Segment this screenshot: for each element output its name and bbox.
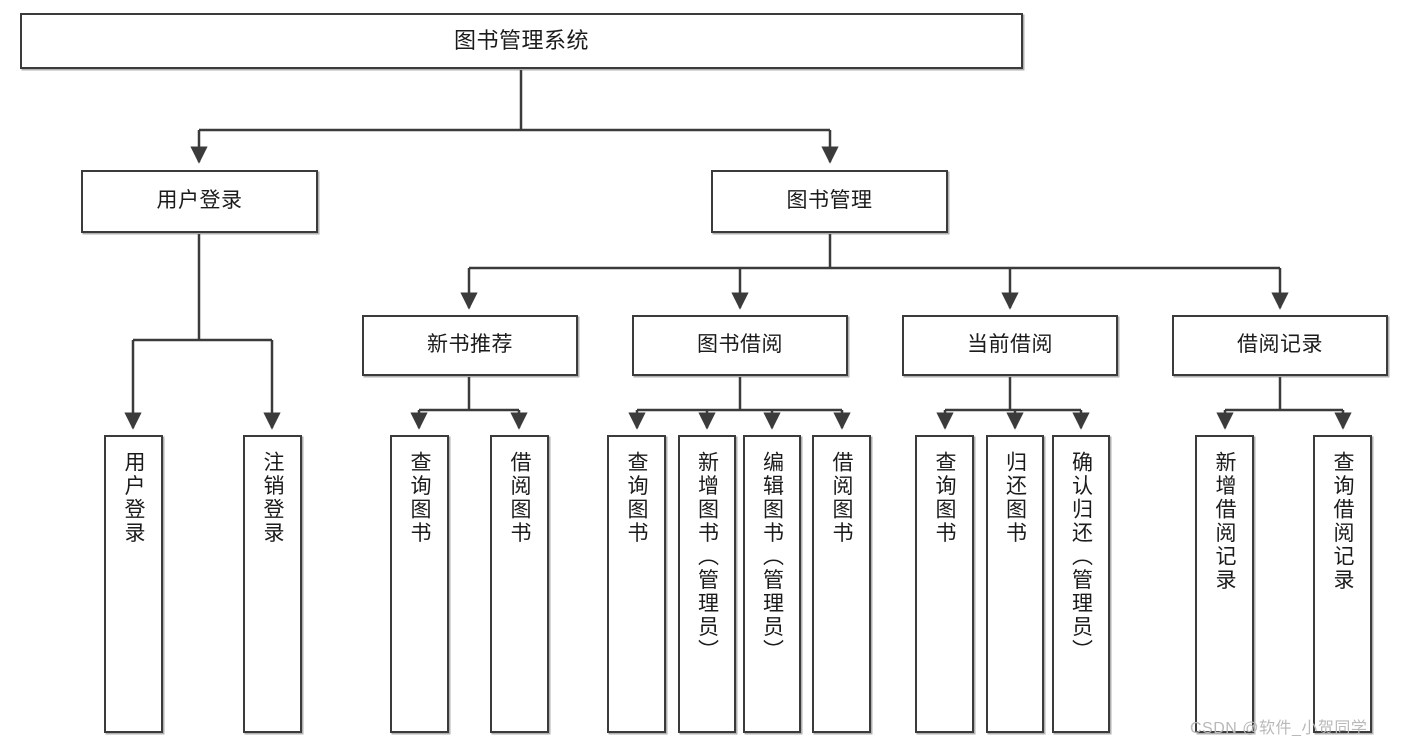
leaf-book-borrow-add[interactable]: 新增图书（管理员） bbox=[678, 435, 736, 733]
node-label: 用户登录 bbox=[156, 189, 243, 213]
node-label: 用户登录 bbox=[122, 451, 145, 545]
node-label: 借阅记录 bbox=[1237, 333, 1323, 357]
leaf-new-book-borrow[interactable]: 借阅图书 bbox=[490, 435, 549, 733]
node-label: 查询图书 bbox=[408, 451, 431, 545]
leaf-current-borrow-return[interactable]: 归还图书 bbox=[986, 435, 1044, 733]
node-label: 借阅图书 bbox=[830, 451, 853, 545]
node-label: 新增图书（管理员） bbox=[695, 451, 719, 663]
node-label: 图书管理 bbox=[786, 189, 873, 213]
node-label: 查询图书 bbox=[625, 451, 648, 545]
node-label: 注销登录 bbox=[261, 451, 284, 545]
node-book-borrow[interactable]: 图书借阅 bbox=[632, 315, 848, 376]
leaf-book-borrow-borrow[interactable]: 借阅图书 bbox=[812, 435, 871, 733]
node-book-management[interactable]: 图书管理 bbox=[711, 170, 948, 233]
node-user-login[interactable]: 用户登录 bbox=[81, 170, 318, 233]
node-label: 当前借阅 bbox=[967, 333, 1053, 357]
leaf-new-book-query[interactable]: 查询图书 bbox=[390, 435, 449, 733]
leaf-user-login-logout[interactable]: 注销登录 bbox=[243, 435, 302, 733]
node-root-book-management-system[interactable]: 图书管理系统 bbox=[20, 13, 1023, 69]
node-label: 查询图书 bbox=[933, 451, 956, 545]
leaf-borrow-record-query[interactable]: 查询借阅记录 bbox=[1313, 435, 1372, 733]
node-label: 查询借阅记录 bbox=[1331, 451, 1354, 592]
node-label: 归还图书 bbox=[1003, 451, 1027, 545]
leaf-book-borrow-edit[interactable]: 编辑图书（管理员） bbox=[743, 435, 801, 733]
node-label: 确认归还（管理员） bbox=[1069, 451, 1093, 663]
node-borrow-record[interactable]: 借阅记录 bbox=[1172, 315, 1388, 376]
node-label: 借阅图书 bbox=[508, 451, 531, 545]
node-label: 新增借阅记录 bbox=[1213, 451, 1236, 592]
node-label: 新书推荐 bbox=[427, 333, 513, 357]
node-label: 编辑图书（管理员） bbox=[760, 451, 784, 663]
node-label: 图书借阅 bbox=[697, 333, 783, 357]
leaf-user-login-login[interactable]: 用户登录 bbox=[104, 435, 163, 733]
node-label: 图书管理系统 bbox=[453, 28, 589, 54]
node-current-borrow[interactable]: 当前借阅 bbox=[902, 315, 1118, 376]
leaf-book-borrow-query[interactable]: 查询图书 bbox=[607, 435, 666, 733]
csdn-watermark: CSDN @软件_小贺同学 bbox=[1190, 720, 1368, 737]
leaf-current-borrow-confirm-return[interactable]: 确认归还（管理员） bbox=[1052, 435, 1110, 733]
node-new-book-recommend[interactable]: 新书推荐 bbox=[362, 315, 578, 376]
leaf-current-borrow-query[interactable]: 查询图书 bbox=[915, 435, 974, 733]
leaf-borrow-record-add[interactable]: 新增借阅记录 bbox=[1195, 435, 1254, 733]
